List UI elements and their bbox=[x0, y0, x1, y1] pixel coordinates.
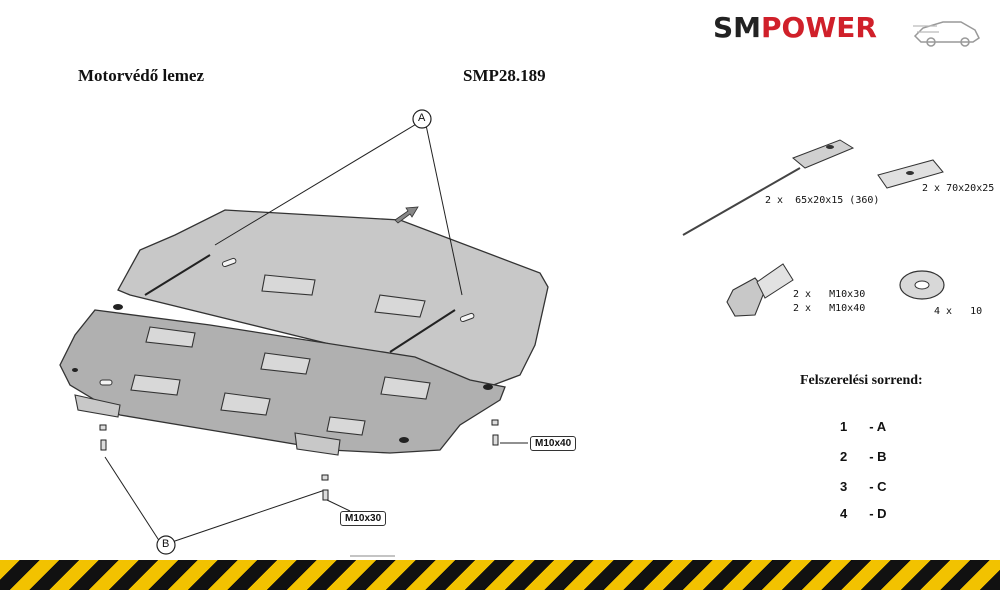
logo-power-text: POWER bbox=[761, 11, 877, 44]
order-step: 4 - D bbox=[840, 505, 920, 532]
recess bbox=[374, 294, 426, 318]
order-step-number: 2 bbox=[840, 449, 848, 464]
order-step-number: 1 bbox=[840, 419, 848, 434]
part-label-washer: 4 x 10 bbox=[934, 306, 982, 317]
tag-m10x40: M10x40 bbox=[530, 436, 577, 451]
recess bbox=[220, 392, 271, 416]
mount-tab-left bbox=[74, 394, 121, 418]
mount-tab-center bbox=[294, 432, 341, 456]
skid-plate-diagram bbox=[59, 109, 549, 557]
part-qty: 2 x bbox=[922, 183, 941, 194]
part-spec: M10x30 bbox=[829, 289, 866, 300]
recess bbox=[145, 326, 196, 348]
product-title: Motorvédő lemez bbox=[78, 66, 205, 85]
callout-b-label: B bbox=[162, 538, 170, 550]
callout-a-label: A bbox=[418, 112, 426, 124]
hazard-stripe bbox=[0, 560, 1000, 590]
recess bbox=[326, 416, 366, 436]
car-silhouette-icon bbox=[913, 21, 980, 47]
front-plate bbox=[59, 309, 506, 454]
order-step-letter: - C bbox=[869, 479, 887, 494]
order-step: 2 - B bbox=[840, 448, 920, 478]
order-step: 1 - A bbox=[840, 418, 920, 448]
part-spec: M10x40 bbox=[829, 303, 866, 314]
part-label-nutplate: 2 x 70x20x25 bbox=[922, 183, 994, 194]
parts-illustrations bbox=[682, 139, 945, 317]
order-step-number: 3 bbox=[840, 479, 848, 494]
part-qty: 2 x bbox=[765, 195, 784, 206]
washer-icon bbox=[899, 270, 945, 300]
nut-plate-icon bbox=[877, 159, 944, 189]
callout-b-circle bbox=[156, 535, 176, 555]
product-code: SMP28.189 bbox=[463, 66, 546, 85]
direction-arrow-icon bbox=[394, 206, 419, 224]
bolt-icon bbox=[726, 263, 794, 317]
order-step: 3 - C bbox=[840, 478, 920, 505]
tag-m10x30: M10x30 bbox=[340, 511, 387, 526]
order-step-letter: - A bbox=[869, 419, 887, 434]
part-qty: 2 x bbox=[793, 289, 812, 300]
callout-a-circle bbox=[412, 109, 432, 129]
part-label-m10x30: 2 x M10x30 bbox=[793, 289, 865, 300]
part-label-m10x40: 2 x M10x40 bbox=[793, 303, 865, 314]
order-step-letter: - D bbox=[869, 506, 887, 521]
recess bbox=[260, 352, 311, 375]
logo-wordmark: SMPOWER bbox=[713, 11, 877, 44]
part-qty: 2 x bbox=[793, 303, 812, 314]
logo-sm-text: SM bbox=[713, 11, 762, 44]
order-title: Felszerelési sorrend: bbox=[800, 373, 923, 388]
part-spec: 70x20x25 bbox=[946, 183, 995, 194]
part-label-rod: 2 x 65x20x15 (360) bbox=[765, 195, 879, 206]
recess bbox=[130, 374, 181, 396]
part-spec: 65x20x15 (360) bbox=[795, 195, 880, 206]
smpower-logo: SMPOWER bbox=[713, 8, 983, 48]
recess bbox=[380, 376, 431, 400]
order-step-letter: - B bbox=[869, 449, 887, 464]
recess bbox=[261, 274, 316, 296]
part-qty: 4 x bbox=[934, 306, 953, 317]
part-spec: 10 bbox=[970, 306, 983, 317]
rod-with-plate-icon bbox=[682, 139, 855, 236]
order-step-number: 4 bbox=[840, 506, 848, 521]
order-list: 1 - A 2 - B 3 - C 4 - D bbox=[840, 418, 920, 532]
